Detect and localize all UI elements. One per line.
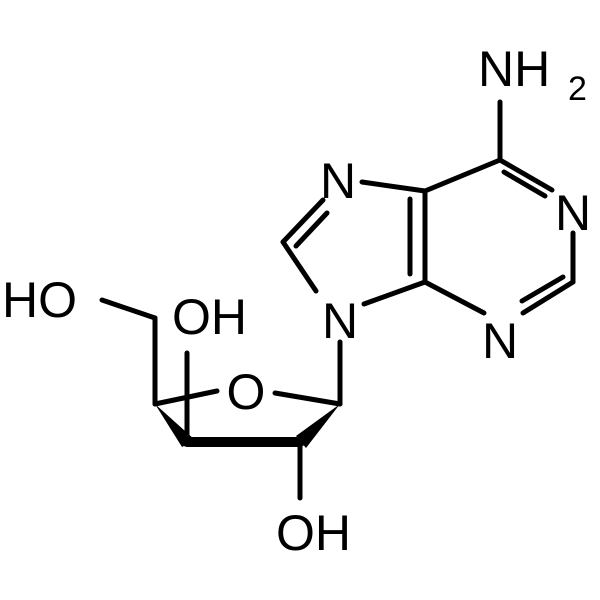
wedge-c4prime-c3prime-fill bbox=[155, 404, 195, 447]
bond-c8-n9 bbox=[280, 239, 319, 294]
atom-ring-oxygen: O bbox=[227, 364, 266, 420]
bond-c6-n1 bbox=[497, 157, 555, 193]
atom-n3: N bbox=[482, 313, 518, 369]
bond-c1prime-o4prime bbox=[272, 390, 343, 407]
atom-n1: N bbox=[555, 185, 591, 241]
atom-n9: N bbox=[322, 293, 358, 349]
wedge-c1prime-c2prime bbox=[296, 404, 340, 448]
atom-oh-3prime: OH bbox=[172, 289, 247, 345]
atom-oh-2prime: OH bbox=[276, 505, 351, 561]
bond-c6-n1-double bbox=[501, 169, 548, 199]
bond-n7-c8-double bbox=[293, 210, 330, 249]
bond-c5prime-o5prime bbox=[99, 297, 158, 321]
atom-label-layer: NH 2 N N N N O HO OH OH bbox=[2, 41, 591, 561]
bond-n7-c8 bbox=[280, 197, 326, 245]
bond-c2-n3 bbox=[520, 279, 576, 316]
bond-n3-c4 bbox=[422, 279, 487, 316]
atom-ho-5prime: HO bbox=[2, 272, 77, 328]
atom-n7: N bbox=[320, 153, 356, 209]
bond-layer bbox=[99, 99, 576, 501]
atom-amine-n: NH bbox=[478, 41, 550, 97]
bond-c2-n3-double bbox=[519, 274, 566, 304]
bond-c5-c6 bbox=[422, 157, 503, 194]
bond-c5-n7 bbox=[359, 179, 428, 194]
bond-n9-c4 bbox=[361, 279, 428, 307]
atom-amine-subscript: 2 bbox=[568, 70, 587, 108]
